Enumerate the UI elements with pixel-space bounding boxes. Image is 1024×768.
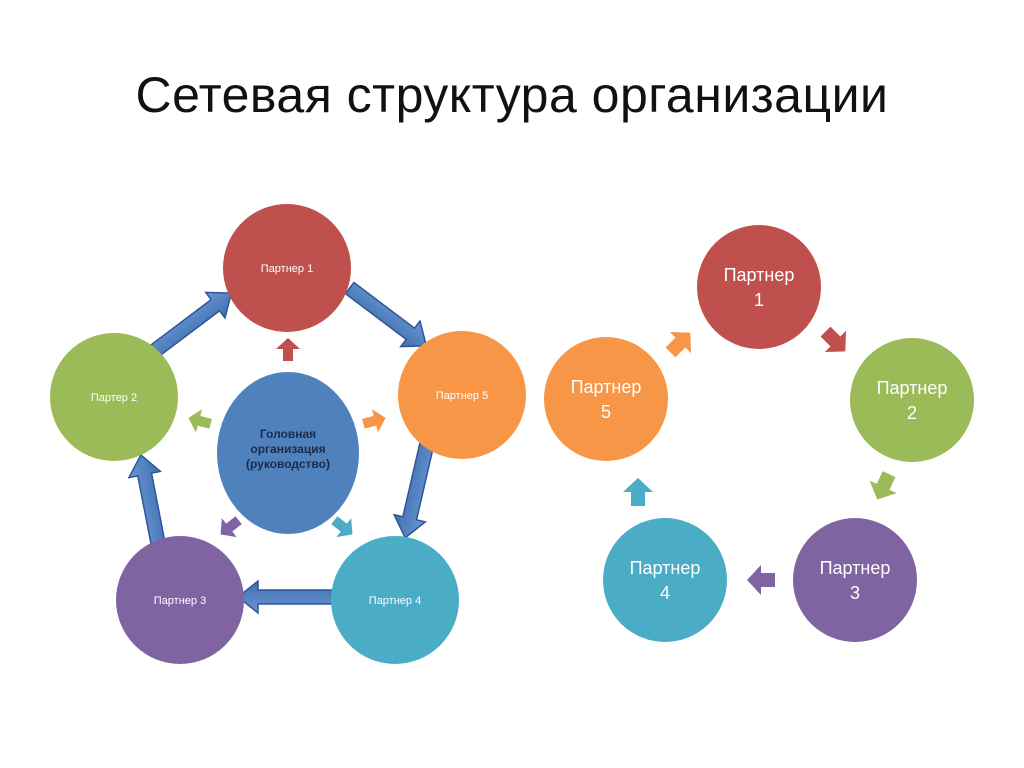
arrow-p1-to-p5 <box>344 281 428 348</box>
arrow-r-p1-to-p2 <box>820 326 847 353</box>
right-node-p5-label-line1: Партнер <box>571 377 642 397</box>
right-node-p2-label-line2: 2 <box>907 403 917 423</box>
right-node-p1-label-line2: 1 <box>754 290 764 310</box>
arrow-center-to-p3 <box>220 516 242 538</box>
arrow-r-p2-to-p3 <box>869 471 897 500</box>
left-node-p4: Партнер 4 <box>331 536 459 664</box>
right-node-p4-label-line1: Партнер <box>630 558 701 578</box>
right-node-p3-label-line1: Партнер <box>820 558 891 578</box>
right-node-p1-label-line1: Партнер <box>724 265 795 285</box>
right-node-p5: Партнер 5 <box>544 337 668 461</box>
center-label-line2: организация <box>250 442 325 456</box>
left-node-p1: Партнер 1 <box>223 204 351 332</box>
center-label-line1: Головная <box>260 427 316 441</box>
right-node-p3: Партнер 3 <box>793 518 917 642</box>
page-title: Сетевая структура организации <box>135 67 889 123</box>
arrow-center-to-p2 <box>188 409 212 433</box>
center-label-line3: (руководство) <box>246 457 330 471</box>
arrow-r-p5-to-p1 <box>665 331 692 358</box>
arrow-p5-to-p4 <box>392 441 435 539</box>
left-node-p4-label: Партнер 4 <box>369 595 421 607</box>
arrow-r-p4-to-p5 <box>623 478 653 506</box>
right-node-p5-label-line2: 5 <box>601 402 611 422</box>
arrow-p2-to-p1 <box>149 291 233 358</box>
left-node-p1-label: Партнер 1 <box>261 263 313 275</box>
right-node-p3-label-line2: 3 <box>850 583 860 603</box>
arrow-center-to-p4 <box>331 516 353 538</box>
arrow-center-to-p1 <box>276 338 300 361</box>
left-node-p3: Партнер 3 <box>116 536 244 664</box>
left-node-center: Головная организация (руководство) <box>217 372 359 534</box>
left-node-p3-label: Партнер 3 <box>154 595 206 607</box>
right-node-p2-label-line1: Партнер <box>877 378 948 398</box>
right-node-p4: Партнер 4 <box>603 518 727 642</box>
arrow-p3-to-p2 <box>127 453 167 552</box>
right-node-p2: Партнер 2 <box>850 338 974 462</box>
left-node-p2-label: Партер 2 <box>91 392 137 404</box>
arrow-r-p3-to-p4 <box>747 565 775 595</box>
arrow-p4-to-p3 <box>236 579 335 615</box>
left-node-p2: Партер 2 <box>50 333 178 461</box>
arrow-center-to-p5 <box>362 409 386 433</box>
right-node-p4-label-line2: 4 <box>660 583 670 603</box>
right-node-p1: Партнер 1 <box>697 225 821 349</box>
left-node-p5: Партнер 5 <box>398 331 526 459</box>
left-node-p5-label: Партнер 5 <box>436 390 488 402</box>
